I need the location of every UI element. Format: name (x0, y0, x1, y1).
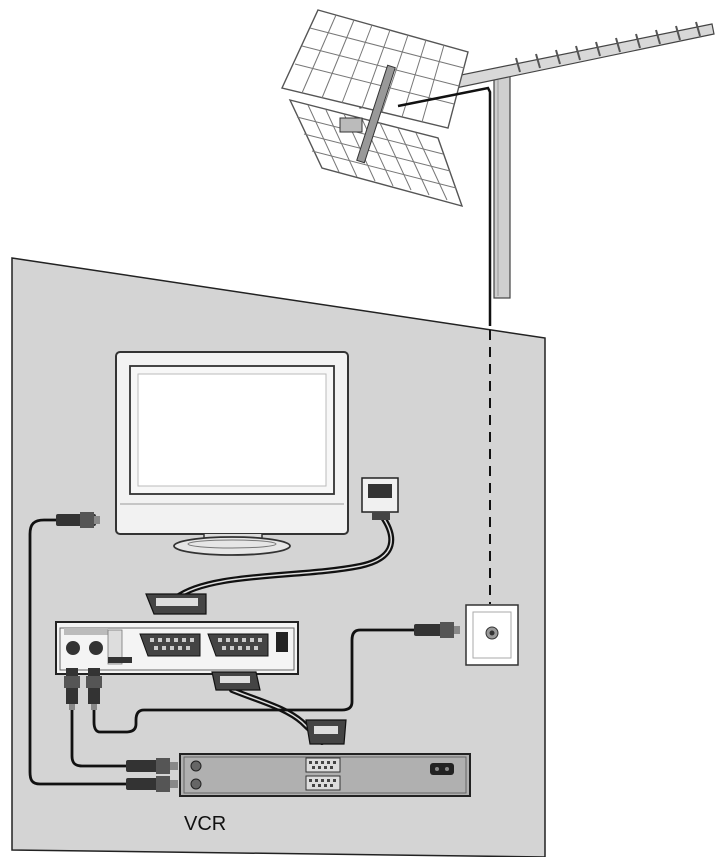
vcr: VCR (179, 753, 471, 835)
tv-stand (173, 536, 291, 556)
receiver-scart-ports (139, 633, 269, 657)
rf-cable-socket-receiver (92, 628, 416, 734)
rf-plug-vcr-out-icon (126, 776, 178, 792)
rf-plug-vcr-in-icon (126, 758, 178, 774)
antenna-mast (493, 75, 511, 299)
rf-plug-socket-icon (414, 622, 460, 638)
scart-plug-receiver-tv-icon (145, 593, 207, 615)
rf-in-port-icon (66, 641, 80, 655)
antenna-cable (397, 86, 492, 326)
television (115, 351, 349, 556)
vcr-rf-out-port-icon (190, 778, 202, 790)
receiver (55, 621, 299, 675)
scart-plug-receiver-vcr-icon (211, 671, 261, 691)
rf-cable-vcr-tv (28, 518, 128, 786)
antenna-dipole (356, 64, 396, 164)
rf-out-port-icon (89, 641, 103, 655)
rf-cable-receiver-vcr (70, 706, 128, 768)
antenna-reflector-upper (281, 9, 469, 129)
vcr-rf-in-port-icon (190, 760, 202, 772)
antenna-directors (515, 21, 701, 73)
scart-plug-tv-icon (361, 477, 399, 520)
rf-plug-receiver-out-icon (86, 668, 102, 710)
vcr-power-socket-icon (430, 763, 454, 775)
antenna (281, 9, 715, 326)
vcr-label: VCR (184, 813, 226, 835)
antenna-reflector-lower (288, 98, 464, 208)
antenna-wall-socket (465, 604, 519, 666)
scart-plug-vcr-icon (305, 719, 347, 745)
connectors (56, 477, 460, 792)
vcr-scart-ports (305, 757, 341, 791)
rf-plug-tv-icon (56, 512, 100, 528)
rf-plug-receiver-in-icon (64, 668, 80, 710)
